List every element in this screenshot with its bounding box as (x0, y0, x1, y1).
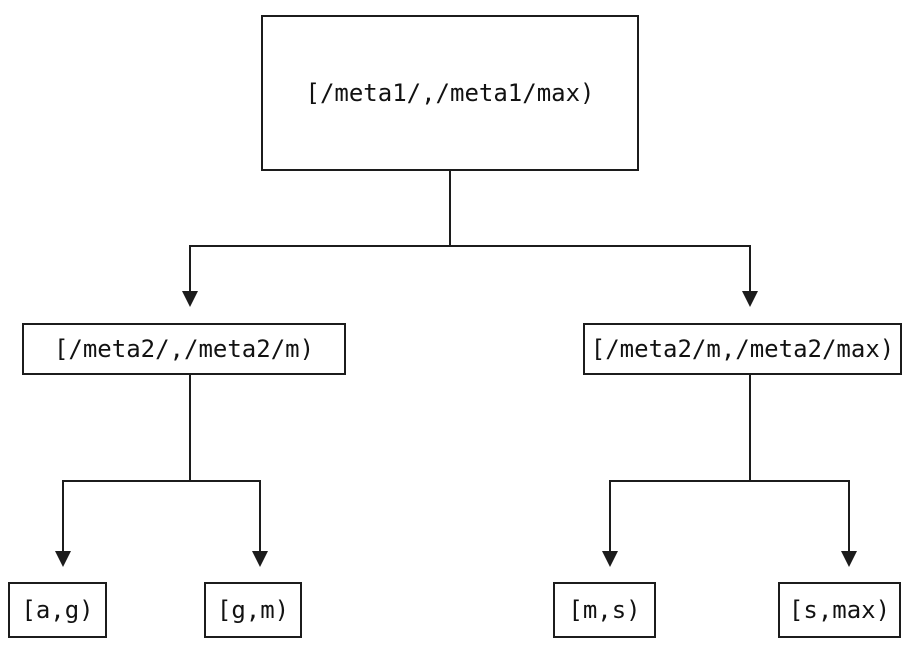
node-label: [m,s) (568, 596, 641, 624)
tree-leaf-g-m: [g,m) (204, 582, 302, 638)
tree-leaf-s-max: [s,max) (778, 582, 901, 638)
tree-node-meta2-low: [/meta2/,/meta2/m) (22, 323, 346, 375)
arrowhead-to-leaf-gm (252, 551, 268, 567)
arrowhead-to-leaf-smax (841, 551, 857, 567)
node-label: [a,g) (21, 596, 94, 624)
tree-node-root: [/meta1/,/meta1/max) (261, 15, 639, 171)
node-label: [/meta1/,/meta1/max) (305, 79, 595, 107)
edge-right-branch (609, 480, 850, 552)
tree-leaf-m-s: [m,s) (553, 582, 656, 638)
node-label: [/meta2/,/meta2/m) (53, 335, 315, 363)
node-label: [/meta2/m,/meta2/max) (590, 335, 895, 363)
arrowhead-to-left-node (182, 291, 198, 307)
edge-left-branch (62, 480, 261, 552)
edge-root-branch (189, 245, 751, 293)
tree-node-meta2-high: [/meta2/m,/meta2/max) (583, 323, 902, 375)
arrowhead-to-leaf-ag (55, 551, 71, 567)
node-label: [g,m) (216, 596, 290, 624)
arrowhead-to-right-node (742, 291, 758, 307)
arrowhead-to-leaf-ms (602, 551, 618, 567)
tree-leaf-a-g: [a,g) (8, 582, 107, 638)
node-label: [s,max) (788, 596, 891, 624)
